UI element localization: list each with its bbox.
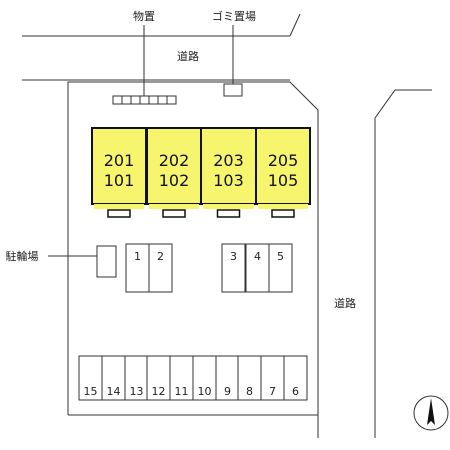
garbage-label: ゴミ置場 (212, 9, 256, 23)
unit-number-lower: 101 (104, 171, 135, 190)
parking-slot-11: 11 (169, 355, 194, 401)
parking-slot-number: 10 (198, 385, 212, 398)
parking-slot-5: 5 (268, 243, 293, 293)
unit-entrance (216, 209, 241, 218)
parking-slot-1: 1 (125, 243, 150, 293)
parking-slot-3: 3 (221, 243, 246, 293)
parking-slot-number: 13 (130, 385, 144, 398)
parking-slot-number: 7 (269, 385, 276, 398)
road-right-edge (374, 89, 432, 438)
parking-slot-number: 1 (134, 250, 141, 263)
parking-slot-9: 9 (215, 355, 240, 401)
parking-slot-number: 12 (152, 385, 166, 398)
unit-number-upper: 202 (159, 151, 190, 170)
unit-number-lower: 102 (159, 171, 190, 190)
parking-slot-2: 2 (148, 243, 173, 293)
road-right-label: 道路 (334, 296, 356, 310)
parking-slot-number: 4 (254, 250, 261, 263)
parking-slot-number: 9 (224, 385, 231, 398)
parking-slot-6: 6 (283, 355, 308, 401)
unit-entrance (162, 209, 186, 218)
parking-slot-number: 11 (175, 385, 189, 398)
storage-sheds (112, 95, 177, 105)
parking-slot-12: 12 (146, 355, 171, 401)
unit-entrance (107, 209, 131, 218)
road-top-edge-corner (289, 13, 301, 37)
parking-slot-number: 2 (157, 250, 164, 263)
unit-number-lower: 103 (213, 171, 244, 190)
road-top-label: 道路 (177, 49, 199, 63)
lot-boundary (67, 81, 319, 438)
parking-slot-number: 6 (292, 385, 299, 398)
parking-slot-8: 8 (237, 355, 262, 401)
parking-slot-number: 3 (230, 250, 237, 263)
unit-number-upper: 205 (268, 151, 299, 170)
storage-label: 物置 (133, 9, 155, 23)
unit-number-upper: 201 (104, 151, 135, 170)
bicycle-parking (96, 245, 117, 278)
unit-number-lower: 105 (268, 171, 299, 190)
parking-upper: 1 2 3 4 5 (125, 243, 293, 293)
unit-number-upper: 203 (213, 151, 244, 170)
north-arrow-icon (413, 395, 449, 431)
parking-slot-number: 5 (277, 250, 284, 263)
parking-slot-7: 7 (260, 355, 285, 401)
parking-slot-13: 13 (124, 355, 149, 401)
parking-slot-number: 8 (246, 385, 253, 398)
parking-lower: 15 14 13 12 11 10 9 8 7 6 (78, 355, 308, 401)
parking-slot-number: 14 (107, 385, 121, 398)
parking-slot-4: 4 (245, 243, 270, 293)
parking-slot-15: 15 (78, 355, 103, 401)
parking-slot-14: 14 (101, 355, 126, 401)
parking-slot-10: 10 (192, 355, 217, 401)
unit-entrance (271, 209, 295, 218)
garbage-area (223, 83, 243, 97)
parking-slot-number: 15 (84, 385, 98, 398)
bicycle-label: 駐輪場 (6, 249, 39, 263)
